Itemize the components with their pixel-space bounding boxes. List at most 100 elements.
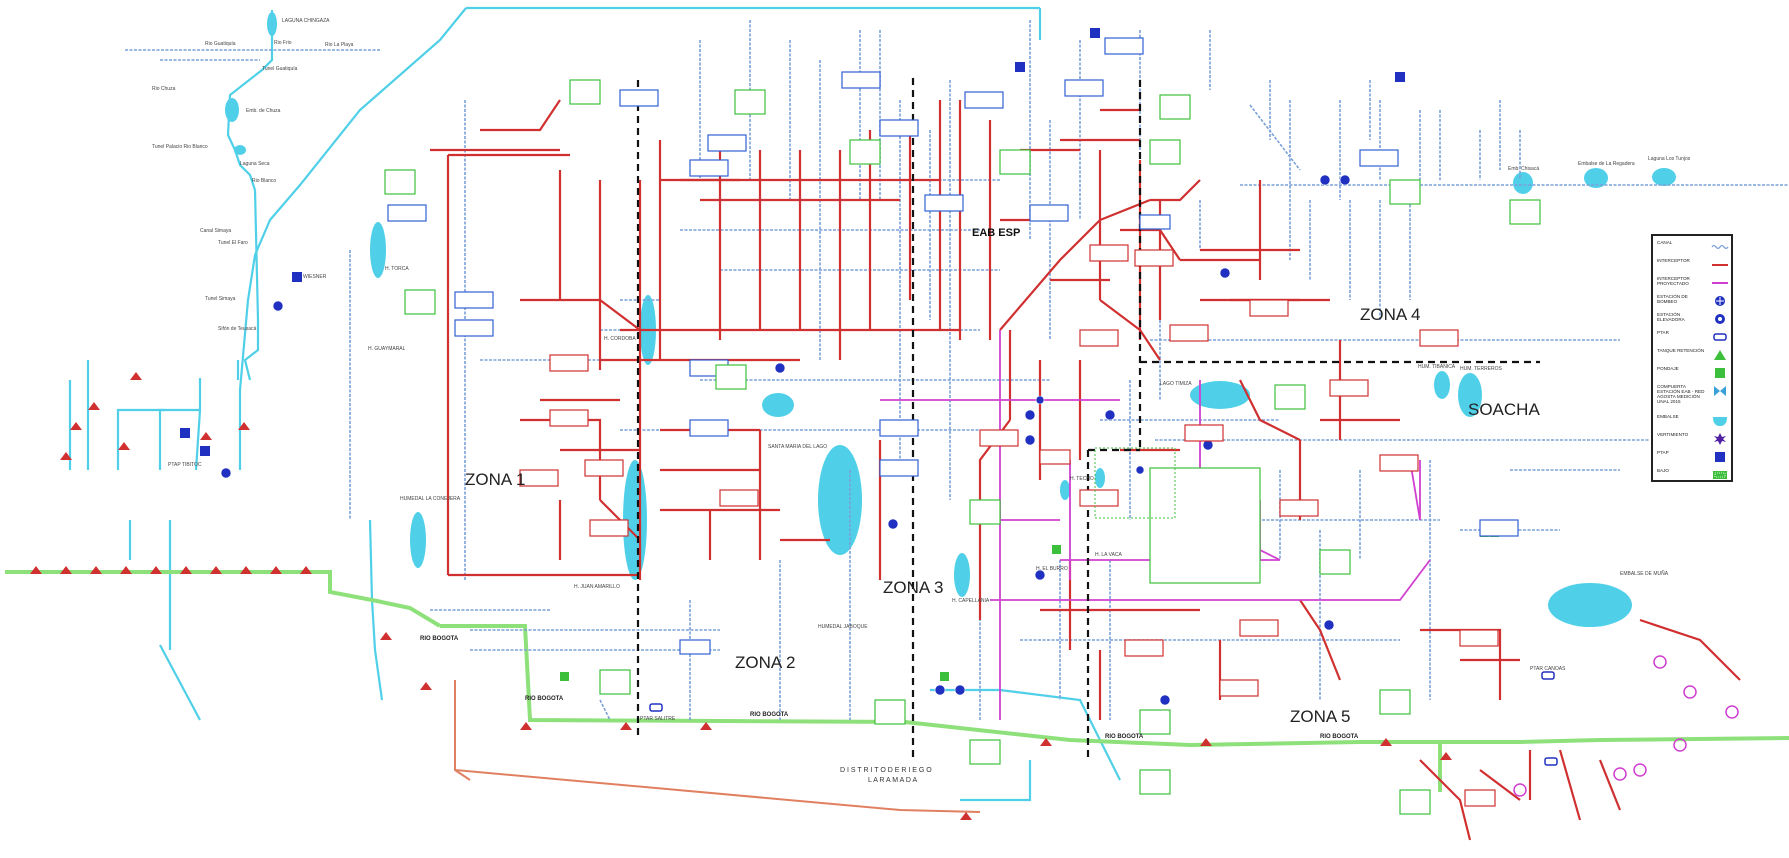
zone-labels: ZONA 1 ZONA 2 ZONA 3 ZONA 4 ZONA 5 SOACH… <box>465 227 1540 726</box>
tunel-el-faro-label: Tunel El Faro <box>218 240 248 246</box>
humedal-jaboque <box>818 445 862 555</box>
humedal-el-burro <box>1060 480 1070 500</box>
laguna-los-tunjos <box>1652 168 1676 186</box>
legend-label-pondaje: PONDAJE <box>1657 366 1709 371</box>
humedal-la-conejera <box>410 512 426 568</box>
h-capellania-label: H. CAPELLANIA <box>952 598 990 604</box>
legend-label-bajo: BAJO <box>1657 468 1709 473</box>
pink-rings <box>1514 656 1738 796</box>
canal-network <box>125 20 1789 720</box>
legend-item-embalse: EMBALSE <box>1657 412 1731 430</box>
zona-5-label: ZONA 5 <box>1290 707 1350 726</box>
rio-frio-label: Rio Frio <box>274 40 292 46</box>
embalse-regadera-label: Embalse de La Regadera <box>1578 161 1635 167</box>
legend-item-canal: CANAL <box>1657 238 1731 256</box>
h-cordoba-label: H. CORDOBA <box>604 336 636 342</box>
zona-3-label: ZONA 3 <box>883 578 943 597</box>
embalse-de-muna <box>1548 583 1632 627</box>
legend-label-embalse: EMBALSE <box>1657 414 1709 419</box>
humedal-la-vaca <box>1095 468 1105 488</box>
tibitoc-label: PTAP TIBITOC <box>168 462 202 468</box>
sifon-teusaca-label: Sifón de Teusacá <box>218 326 256 332</box>
rio-blanco-label: Rio Blanco <box>252 178 276 184</box>
map-legend: CANAL INTERCEPTOR INTERCEPTOR PROYECTADO… <box>1651 234 1733 482</box>
reservoir-icon <box>1711 415 1729 427</box>
humedal-torca <box>370 222 386 278</box>
ptar-icon <box>1711 331 1729 343</box>
rio-la-playa-label: Rio La Playa <box>325 42 354 48</box>
rio-bogota-label-4: RIO BOGOTA <box>1320 734 1359 740</box>
rio-guatiquia-label: Rio Guatiquía <box>205 41 236 47</box>
interceptor-line-icon <box>1711 259 1729 271</box>
rio-bogota-label-5: RIO BOGOTA <box>525 696 564 702</box>
rio-bogota <box>5 572 1789 792</box>
legend-item-compuerta: COMPUERTA ESTACIÓN EAB - RED AGOSTA MEDI… <box>1657 382 1731 410</box>
legend-item-bajo: BAJO <box>1657 466 1731 484</box>
wiesner-label: WIESNER <box>303 274 327 280</box>
rio-bogota-label-1: RIO BOGOTA <box>420 636 459 642</box>
triangle-icon <box>1711 349 1729 361</box>
laguna-chingaza-label: LAGUNA CHINGAZA <box>282 18 330 24</box>
legend-label-compuerta: COMPUERTA ESTACIÓN EAB - RED AGOSTA MEDI… <box>1657 384 1709 404</box>
chingaza-supply-system <box>70 8 1120 800</box>
eab-label: EAB ESP <box>972 227 1020 239</box>
legend-label-ptar: PTAR <box>1657 330 1709 335</box>
lago-timiza <box>1190 381 1250 409</box>
legend-label-estacion-bombeo: ESTACIÓN DE BOMBEO <box>1657 294 1709 304</box>
h-la-vaca-label: H. LA VACA <box>1095 552 1123 558</box>
lift-station-icon <box>1711 313 1729 325</box>
tunel-simaya-label: Tunel Simaya <box>205 296 236 302</box>
humedal-conejera-label: HUMEDAL LA CONEJERA <box>400 496 461 502</box>
lago-timiza-label: LAGO TIMIZA <box>1160 381 1192 387</box>
humedal-terreros-label: HUM. TERREROS <box>1460 366 1503 372</box>
rio-bogota-label-2: RIO BOGOTA <box>750 712 789 718</box>
distrito-riego-label-1: D I S T R I T O D E R I E G O <box>840 767 932 774</box>
legend-label-canal: CANAL <box>1657 240 1709 245</box>
ptar-salitre-label: PTAR SALITRE <box>640 716 676 722</box>
legend-item-estacion-bombeo: ESTACIÓN DE BOMBEO <box>1657 292 1731 310</box>
tunel-rio-blanco-label: Tunel Palacio Rio Blanco <box>152 144 208 150</box>
h-el-burro-label: H. EL BURRO <box>1036 566 1068 572</box>
h-juan-amarillo-label: H. JUAN AMARILLO <box>574 584 620 590</box>
legend-item-vertimiento: VERTIMIENTO <box>1657 430 1731 448</box>
humedal-tibanica-label: HUM. TIBANICA <box>1418 364 1456 370</box>
gate-bowtie-icon <box>1711 385 1729 397</box>
canal-line-icon <box>1711 241 1729 253</box>
zona-1-label: ZONA 1 <box>465 470 525 489</box>
laguna-tunjos-label: Laguna Los Tunjos <box>1648 156 1691 162</box>
legend-label-tanque: TANQUE RETENCIÓN <box>1657 348 1709 353</box>
laguna-seca <box>234 145 246 155</box>
zona-2-label: ZONA 2 <box>735 653 795 672</box>
embalse-chuza-label: Emb. de Chuza <box>246 108 281 114</box>
legend-item-interceptor-proyectado: INTERCEPTOR PROYECTADO <box>1657 274 1731 292</box>
legend-label-interceptor-proyectado: INTERCEPTOR PROYECTADO <box>1657 276 1709 286</box>
rio-bogota-label-3: RIO BOGOTA <box>1105 734 1144 740</box>
legend-label-interceptor: INTERCEPTOR <box>1657 258 1709 263</box>
h-torca-label: H. TORCA <box>385 266 409 272</box>
legend-label-ptap: PTAP <box>1657 450 1709 455</box>
ptar-canoas-label: PTAR CANOAS <box>1530 666 1566 672</box>
legend-item-tanque: TANQUE RETENCIÓN <box>1657 346 1731 364</box>
emb-chisaca-label: Emb. Chisacá <box>1508 166 1539 172</box>
canal-simaya-label: Canal Simaya <box>200 228 231 234</box>
discharge-star-icon <box>1711 433 1729 445</box>
embalse-muna-label: EMBALSE DE MUÑA <box>1620 570 1669 577</box>
ptap-square-icon <box>1711 451 1729 463</box>
station-markers <box>221 175 1350 705</box>
santa-maria-lago-label: SANTA MARIA DEL LAGO <box>768 444 827 450</box>
legend-label-estacion-elevadora: ESTACIÓN ELEVADORA <box>1657 312 1709 322</box>
h-guaymaral-label: H. GUAYMARAL <box>368 346 406 352</box>
distrito-riego-label-2: L A R A M A D A <box>868 777 917 784</box>
soacha-label: SOACHA <box>1468 400 1540 419</box>
humedal-capellania <box>954 553 970 597</box>
h-techo-label: H. TECHO <box>1070 476 1094 482</box>
rio-chuza-label: Rio Chuza <box>152 86 176 92</box>
green-boxes <box>560 528 1499 681</box>
emb-chisaca <box>1513 172 1533 194</box>
embalse-chuza <box>225 98 239 122</box>
legend-item-pondaje: PONDAJE <box>1657 364 1731 382</box>
bajo-box-icon <box>1711 469 1729 481</box>
legend-item-estacion-elevadora: ESTACIÓN ELEVADORA <box>1657 310 1731 328</box>
legend-item-interceptor: INTERCEPTOR <box>1657 256 1731 274</box>
